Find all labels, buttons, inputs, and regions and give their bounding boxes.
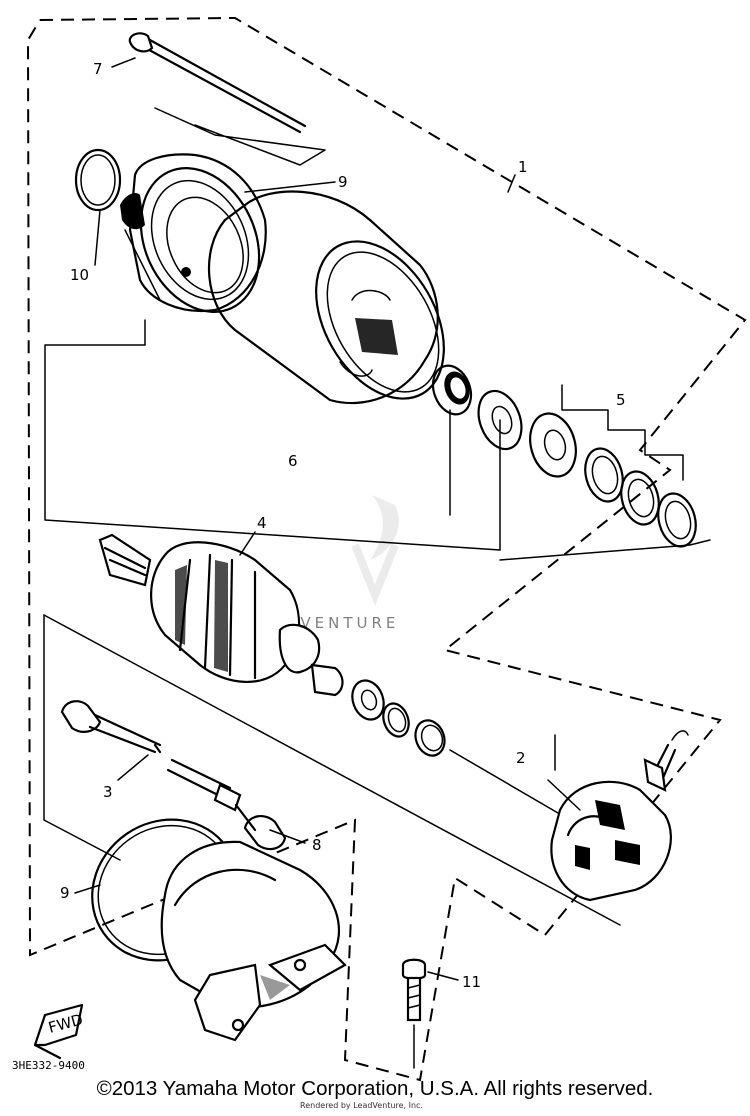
callout-2: 2 xyxy=(516,749,526,767)
callout-10: 10 xyxy=(70,266,89,284)
callout-11: 11 xyxy=(462,973,481,991)
drawing-code: 3HE332-9400 xyxy=(12,1059,85,1072)
callout-9-upper: 9 xyxy=(338,173,348,191)
rear-cover xyxy=(160,840,347,1042)
callout-4: 4 xyxy=(257,514,267,532)
part-10-o-ring xyxy=(74,148,122,212)
part-6-yoke xyxy=(207,190,445,405)
part-2-brush-holder xyxy=(547,730,689,902)
leader-lines xyxy=(74,57,516,981)
group-bracket-5 xyxy=(561,384,684,481)
part-4-armature xyxy=(98,533,344,697)
lower-washers xyxy=(351,679,446,757)
oil-seal xyxy=(477,389,523,451)
copyright-notice: ©2013 Yamaha Motor Corporation, U.S.A. A… xyxy=(96,1077,654,1100)
bearing xyxy=(431,364,473,416)
callout-6: 6 xyxy=(288,452,298,470)
callout-1: 1 xyxy=(518,158,528,176)
part-9-front-cover xyxy=(120,153,267,313)
part-5-washer-set xyxy=(529,412,697,548)
group-bracket-lower xyxy=(43,614,121,861)
callout-3: 3 xyxy=(103,783,113,801)
fwd-arrow-icon: FWD xyxy=(33,1003,85,1060)
group-bracket-6 xyxy=(44,319,501,551)
part-11-screw xyxy=(401,958,427,1069)
part-7-through-bolt xyxy=(128,32,326,166)
callout-9-lower: 9 xyxy=(60,884,70,902)
callout-8: 8 xyxy=(312,836,322,854)
callout-5: 5 xyxy=(616,391,626,409)
callout-7: 7 xyxy=(93,60,103,78)
fwd-label: FWD xyxy=(46,1010,84,1036)
assembly-boundary xyxy=(26,16,747,1082)
part-3-lead-wire xyxy=(60,700,287,851)
rendered-by-note: Rendered by LeadVenture, Inc. xyxy=(300,1101,423,1110)
